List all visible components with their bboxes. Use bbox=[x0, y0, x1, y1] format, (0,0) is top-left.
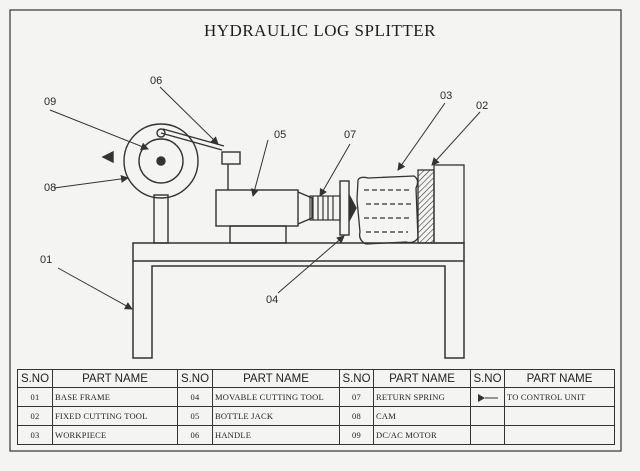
parts-list-table: S.NO PART NAME S.NO PART NAME S.NO PART … bbox=[17, 369, 615, 445]
table-cell: BOTTLE JACK bbox=[212, 406, 340, 426]
table-cell bbox=[470, 406, 505, 426]
table-cell: 01 bbox=[17, 387, 53, 407]
table-header: PART NAME bbox=[504, 369, 615, 388]
table-cell: 03 bbox=[17, 425, 53, 445]
callout-04: 04 bbox=[266, 294, 279, 306]
table-cell: FIXED CUTTING TOOL bbox=[52, 406, 178, 426]
table-row: 03 WORKPIECE 06 HANDLE 09 DC/AC MOTOR bbox=[17, 425, 615, 445]
table-cell: RETURN SPRING bbox=[373, 387, 471, 407]
base-frame bbox=[132, 242, 465, 359]
table-cell: 05 bbox=[177, 406, 213, 426]
table-row: 02 FIXED CUTTING TOOL 05 BOTTLE JACK 08 … bbox=[17, 406, 615, 426]
table-cell bbox=[504, 406, 615, 426]
table-cell: 02 bbox=[17, 406, 53, 426]
table-cell bbox=[504, 425, 615, 445]
leader-lines bbox=[49, 86, 481, 310]
table-cell: WORKPIECE bbox=[52, 425, 178, 445]
table-cell: BASE FRAME bbox=[52, 387, 178, 407]
table-cell: TO CONTROL UNIT bbox=[504, 387, 615, 407]
table-header: PART NAME bbox=[52, 369, 178, 388]
table-cell: 07 bbox=[339, 387, 374, 407]
callout-01: 01 bbox=[40, 254, 53, 266]
table-cell: 06 bbox=[177, 425, 213, 445]
table-cell: 04 bbox=[177, 387, 213, 407]
callout-07: 07 bbox=[344, 129, 357, 141]
sheet-border bbox=[9, 9, 622, 452]
table-cell: MOVABLE CUTTING TOOL bbox=[212, 387, 340, 407]
motor-assembly bbox=[101, 123, 199, 244]
table-cell bbox=[470, 387, 505, 407]
table-header: S.NO bbox=[339, 369, 374, 388]
table-header: PART NAME bbox=[212, 369, 340, 388]
fixed-cutting-tool bbox=[417, 169, 435, 244]
fixed-tool-support bbox=[433, 164, 465, 244]
movable-cutting-tool bbox=[339, 180, 357, 236]
bottle-jack bbox=[215, 189, 313, 244]
table-cell: CAM bbox=[373, 406, 471, 426]
callout-06: 06 bbox=[150, 75, 163, 87]
table-header-row: S.NO PART NAME S.NO PART NAME S.NO PART … bbox=[17, 369, 615, 388]
table-header: S.NO bbox=[177, 369, 213, 388]
table-cell bbox=[470, 425, 505, 445]
arrow-right-icon bbox=[477, 393, 498, 402]
table-header: S.NO bbox=[17, 369, 53, 388]
callout-03: 03 bbox=[440, 90, 453, 102]
table-cell: HANDLE bbox=[212, 425, 340, 445]
table-header: S.NO bbox=[470, 369, 505, 388]
drawing-title: HYDRAULIC LOG SPLITTER bbox=[204, 21, 436, 40]
handle bbox=[160, 128, 241, 190]
arrow-right-icon bbox=[101, 150, 114, 164]
table-cell: 08 bbox=[339, 406, 374, 426]
table-row: 01 BASE FRAME 04 MOVABLE CUTTING TOOL 07… bbox=[17, 387, 615, 407]
return-spring bbox=[309, 195, 341, 221]
callout-09: 09 bbox=[44, 96, 57, 108]
table-cell: DC/AC MOTOR bbox=[373, 425, 471, 445]
table-header: PART NAME bbox=[373, 369, 471, 388]
callout-05: 05 bbox=[274, 129, 287, 141]
callout-02: 02 bbox=[476, 100, 489, 112]
workpiece bbox=[356, 175, 419, 245]
callout-08: 08 bbox=[44, 182, 57, 194]
table-cell: 09 bbox=[339, 425, 374, 445]
